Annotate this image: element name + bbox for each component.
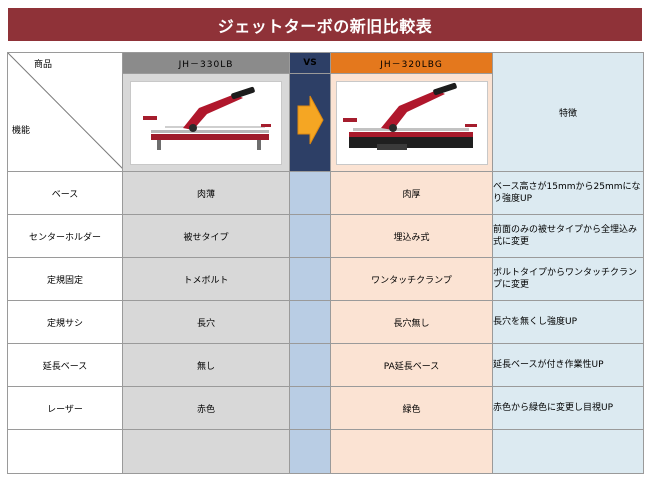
diagonal-divider [8,53,122,169]
new-value: 緑色 [330,386,493,430]
header-row: 商品 機能 JH－330LB VS JH－320LBG 特徴 [7,52,644,172]
row-label: 定規固定 [7,257,123,301]
new-model-header: JH－320LBG [330,52,493,74]
table-row: 延長ベース 無し PA延長ベース 延長ベースが付き作業性UP [7,343,644,387]
feature-text: 前面のみの被せタイプから全埋込み式に変更 [492,214,644,258]
corner-cell: 商品 機能 [7,52,123,172]
empty-row [7,429,644,474]
new-product-cell [330,73,493,172]
old-value: 被せタイプ [122,214,290,258]
tile-cutter-photo [342,82,477,150]
row-label: 定規サシ [7,300,123,344]
empty-old-cell [122,429,290,474]
page-title: ジェットターボの新旧比較表 [8,8,642,41]
feature-text: ボルトタイプからワンタッチクランプに変更 [492,257,644,301]
new-value: 長穴無し [330,300,493,344]
right-arrow-icon [297,95,324,145]
vs-spacer [289,343,331,387]
row-label: レーザー [7,386,123,430]
new-value: ワンタッチクランプ [330,257,493,301]
vs-spacer [289,300,331,344]
old-value: 長穴 [122,300,290,344]
row-label: センターホルダー [7,214,123,258]
old-value: 肉薄 [122,171,290,215]
old-model-header: JH－330LB [122,52,290,74]
feature-text: ベース高さが15mmから25mmになり強度UP [492,171,644,215]
vs-spacer [289,386,331,430]
image-row [8,73,644,172]
feature-text: 赤色から緑色に変更し目視UP [492,386,644,430]
vs-arrow-cell [289,73,331,172]
features-header: 特徴 [492,52,644,172]
new-value: PA延長ベース [330,343,493,387]
empty-label-cell [7,429,123,474]
corner-product-label: 商品 [34,60,53,70]
old-product-cell [122,73,290,172]
table-row: 定規固定 トメボルト ワンタッチクランプ ボルトタイプからワンタッチクランプに変… [7,257,644,301]
new-product-image [335,80,488,165]
old-product-image [130,80,282,165]
feature-text: 長穴を無くし強度UP [492,300,644,344]
corner-function-label: 機能 [12,126,31,136]
old-value: 無し [122,343,290,387]
old-value: 赤色 [122,386,290,430]
vs-spacer [289,257,331,301]
table-row: ベース 肉薄 肉厚 ベース高さが15mmから25mmになり強度UP [7,171,644,215]
row-label: ベース [7,171,123,215]
comparison-table: 商品 機能 JH－330LB VS JH－320LBG 特徴 [7,52,644,474]
vs-spacer [289,429,331,474]
tile-cutter-photo [143,86,271,150]
vs-spacer [289,171,331,215]
vs-label: VS [289,52,331,74]
new-value: 肉厚 [330,171,493,215]
table-row: センターホルダー 被せタイプ 埋込み式 前面のみの被せタイプから全埋込み式に変更 [7,214,644,258]
new-value: 埋込み式 [330,214,493,258]
table-row: レーザー 赤色 緑色 赤色から緑色に変更し目視UP [7,386,644,430]
table-row: 定規サシ 長穴 長穴無し 長穴を無くし強度UP [7,300,644,344]
row-label: 延長ベース [7,343,123,387]
empty-feature-cell [492,429,644,474]
feature-text: 延長ベースが付き作業性UP [492,343,644,387]
empty-new-cell [330,429,493,474]
vs-spacer [289,214,331,258]
old-value: トメボルト [122,257,290,301]
